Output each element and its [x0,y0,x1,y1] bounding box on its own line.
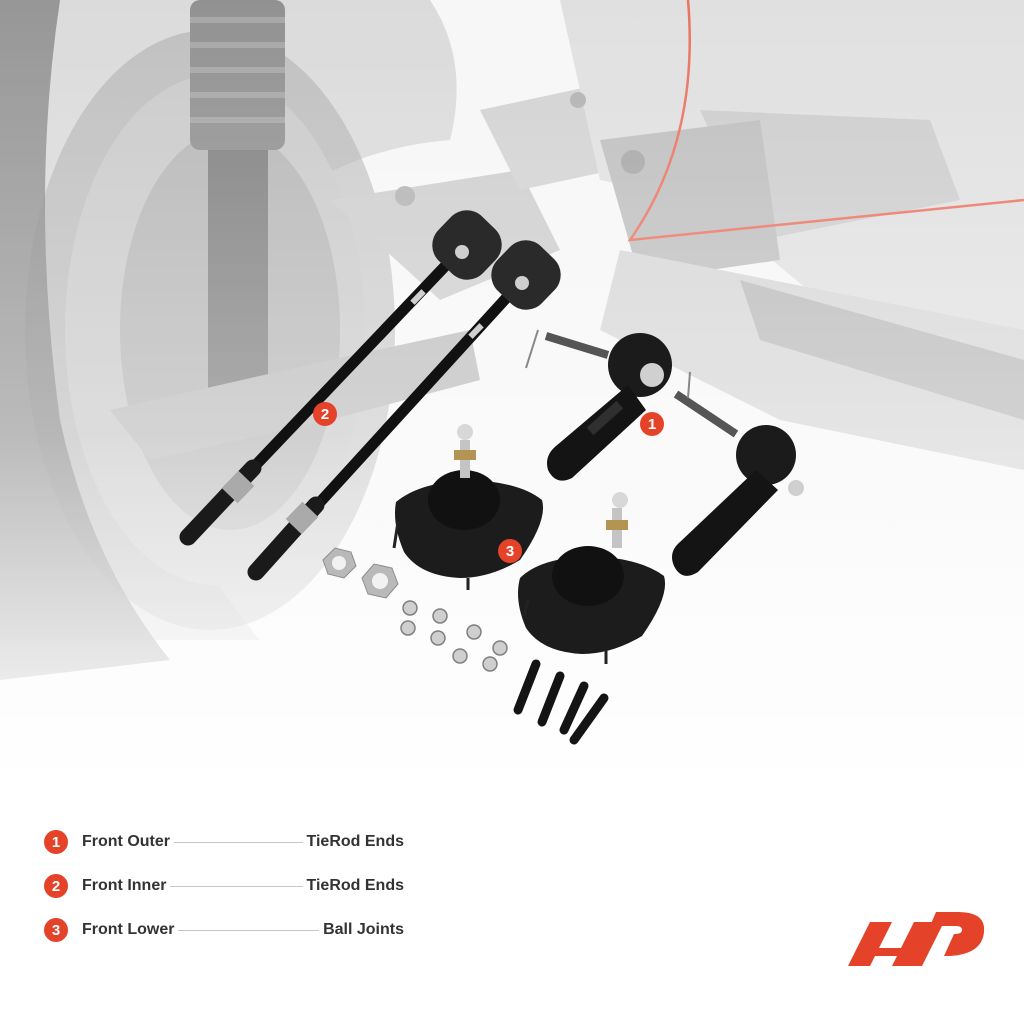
legend-position: Front Outer [82,833,170,850]
inner-tie-rod [179,210,502,546]
legend-number: 1 [44,830,68,854]
legend-row: 1 Front Outer TieRod Ends [44,820,404,864]
hardware [322,547,609,745]
outer-tie-rod-end [672,371,804,576]
legend-number: 2 [44,874,68,898]
a-premium-logo-icon [848,912,985,966]
undercarriage-background [0,0,1024,790]
legend-row: 3 Front Lower Ball Joints [44,908,404,952]
callout-badge-2: 2 [313,402,337,426]
outer-tie-rod-end [525,329,672,481]
legend-part: TieRod Ends [306,833,405,850]
legend-position: Front Inner [82,877,167,894]
legend-part: TieRod Ends [306,877,405,894]
legend-position: Front Lower [82,921,175,938]
legend-divider [170,885,303,887]
parts-legend: 1 Front Outer TieRod Ends 2 Front Inner … [44,820,404,952]
legend-divider [174,841,303,843]
inner-tie-rod [247,240,561,581]
legend-number: 3 [44,918,68,942]
lower-ball-joint [518,492,666,664]
product-scene [0,0,1024,790]
legend-part: Ball Joints [323,921,404,938]
legend-row: 2 Front Inner TieRod Ends [44,864,404,908]
callout-badge-1: 1 [640,412,664,436]
legend-divider [178,929,320,931]
callout-badge-3: 3 [498,539,522,563]
